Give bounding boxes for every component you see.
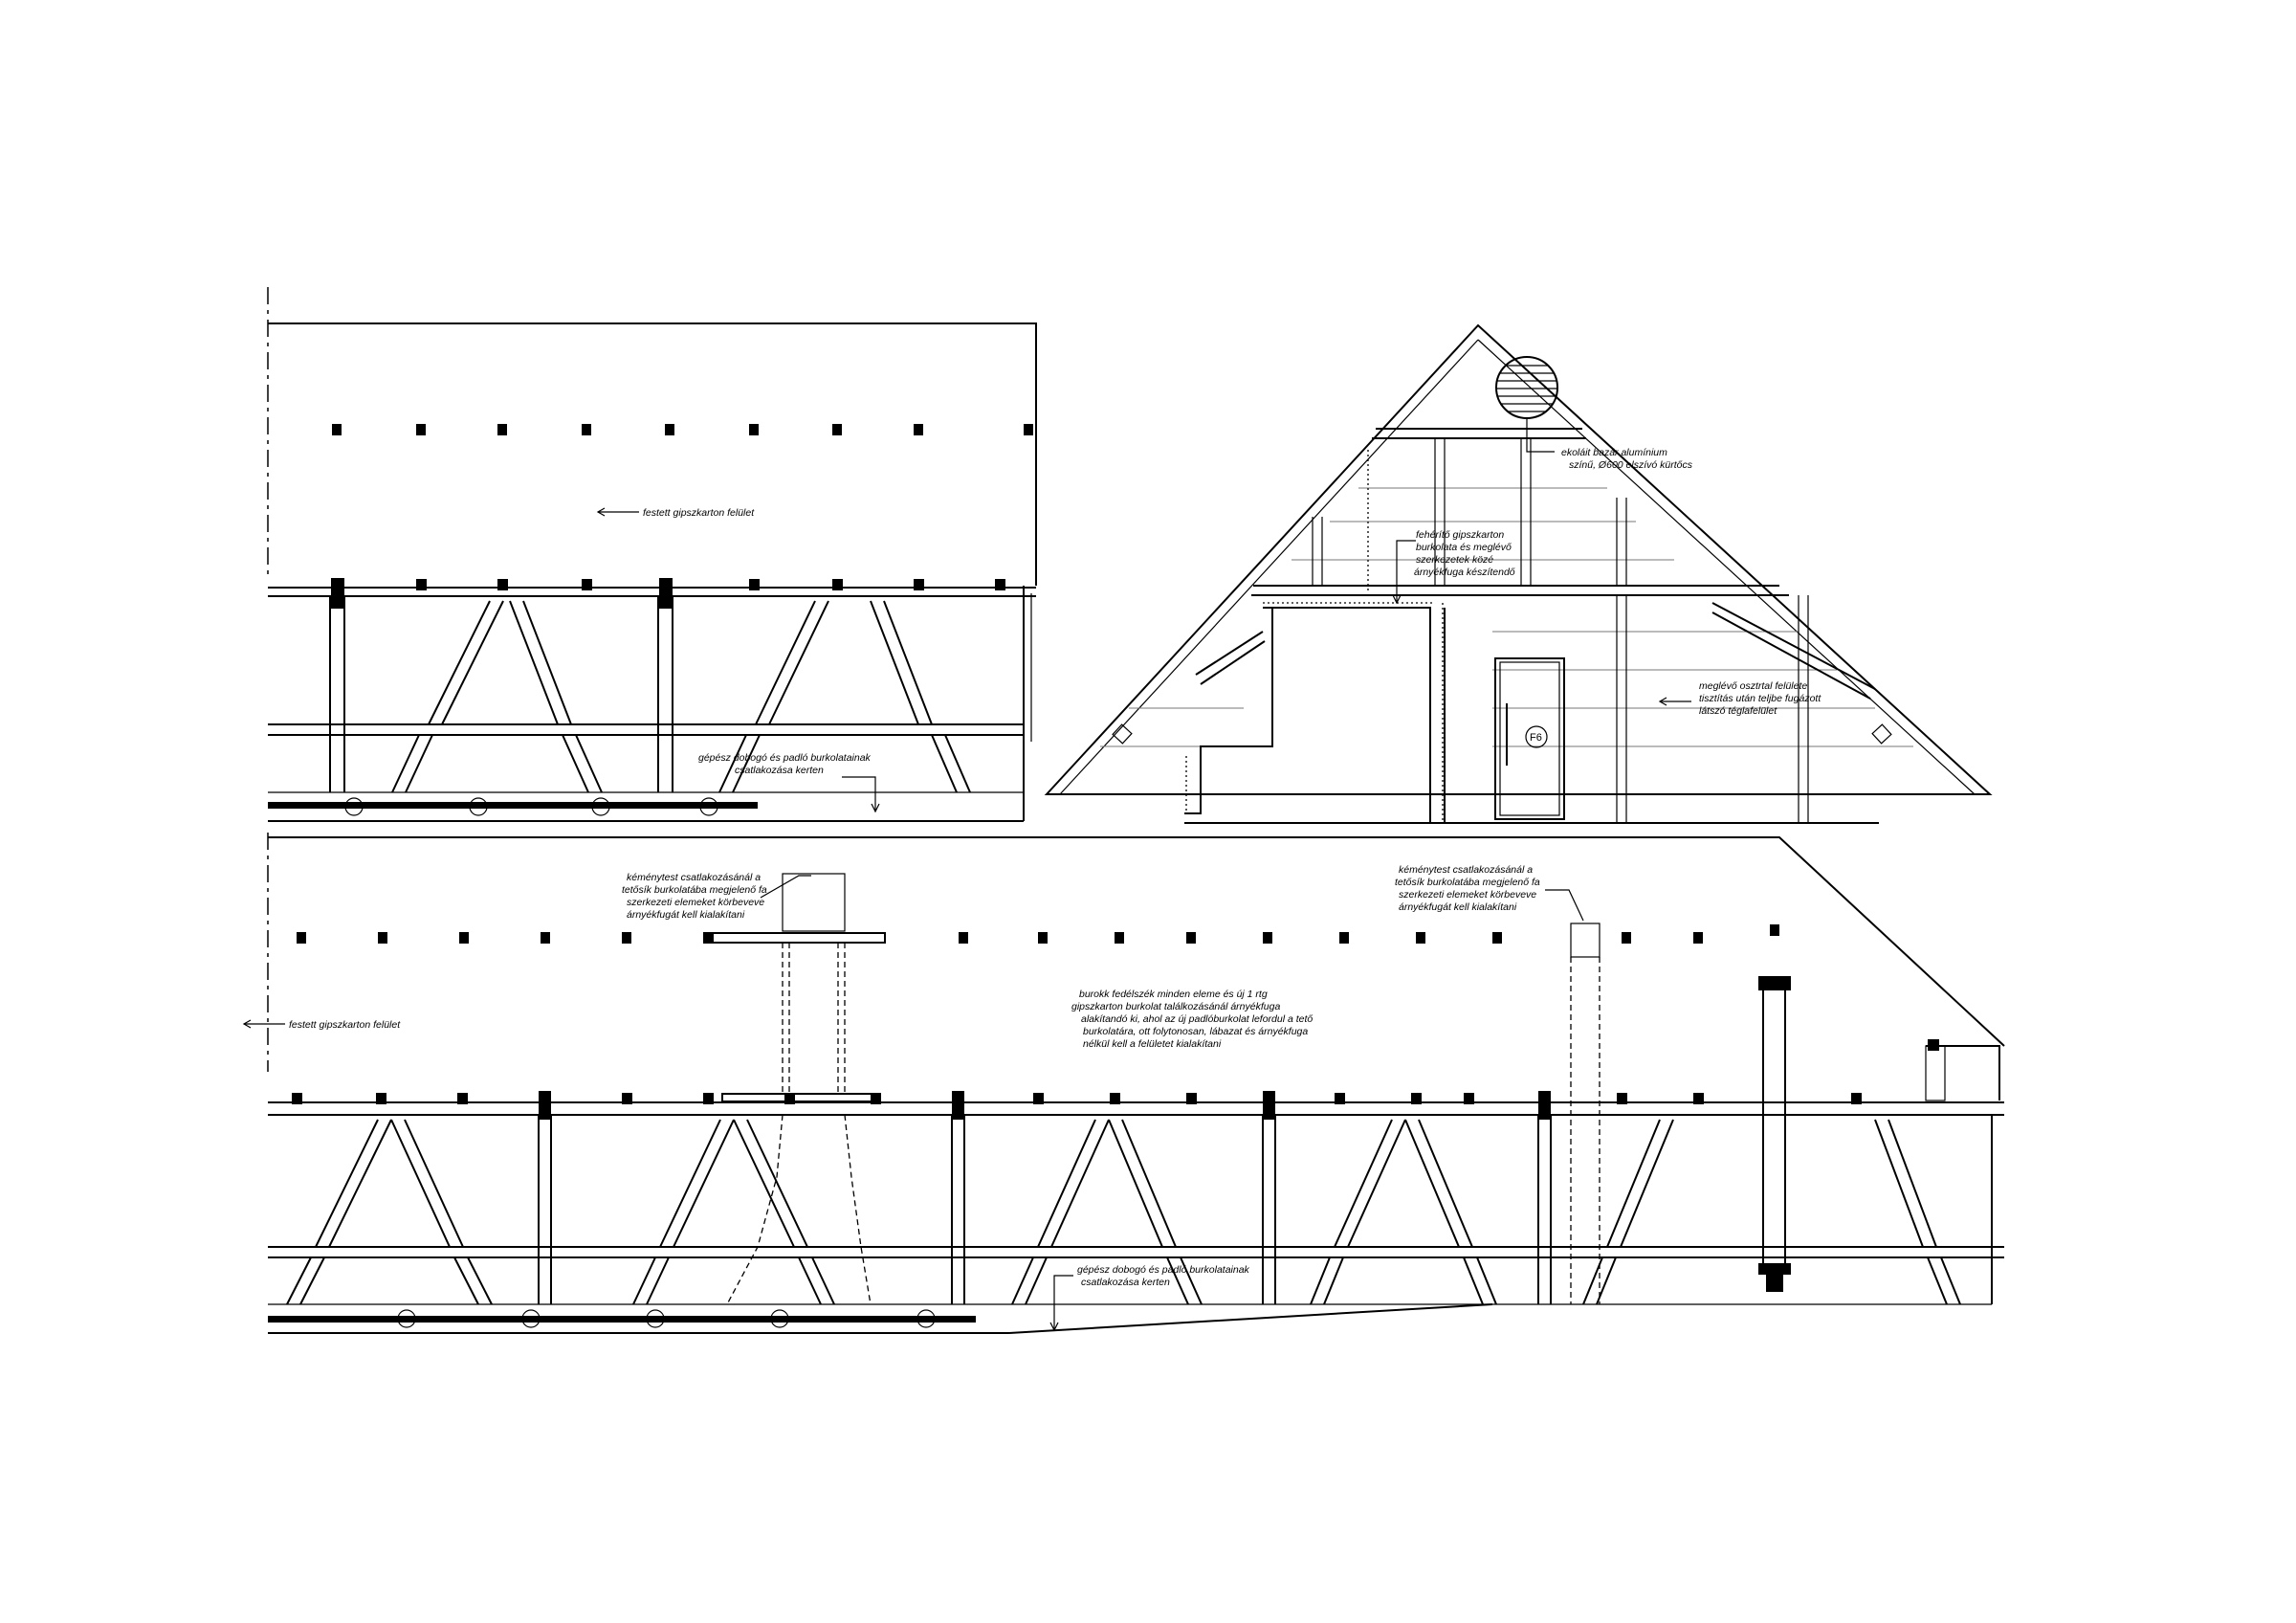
- top-left-ducting-note: gépész dobogó és padló burkolatainak csa…: [698, 752, 873, 776]
- bottom-section: kéménytest csatlakozásánál a tetősík bur…: [242, 833, 2005, 1334]
- door-tag: F6: [1530, 732, 1542, 744]
- top-left-elevation: festett gipszkarton felület gépész dobog…: [267, 287, 1037, 822]
- bottom-ducting-note: gépész dobogó és padló burkolatainak csa…: [1077, 1264, 1252, 1288]
- bottom-center-note: burokk fedélszék minden eleme és új 1 rt…: [1071, 989, 1315, 1050]
- gable-board-note: fehérítő gipszkarton burkolata és meglév…: [1414, 529, 1515, 578]
- gable-section: F6 ekoláit bazár alumínium színű, Ø600 e…: [1044, 323, 1993, 824]
- gable-vent-note: ekoláit bazár alumínium színű, Ø600 elsz…: [1561, 447, 1693, 471]
- gable-wall-note: meglévő osztrtal felülete tisztítás után…: [1699, 680, 1823, 717]
- top-left-surface-note: festett gipszkarton felület: [643, 507, 755, 519]
- chimney-left-note: kéménytest csatlakozásánál a tetősík bur…: [622, 872, 770, 921]
- bottom-surface-note: festett gipszkarton felület: [289, 1019, 401, 1031]
- chimney-right-note: kéménytest csatlakozásánál a tetősík bur…: [1395, 864, 1543, 913]
